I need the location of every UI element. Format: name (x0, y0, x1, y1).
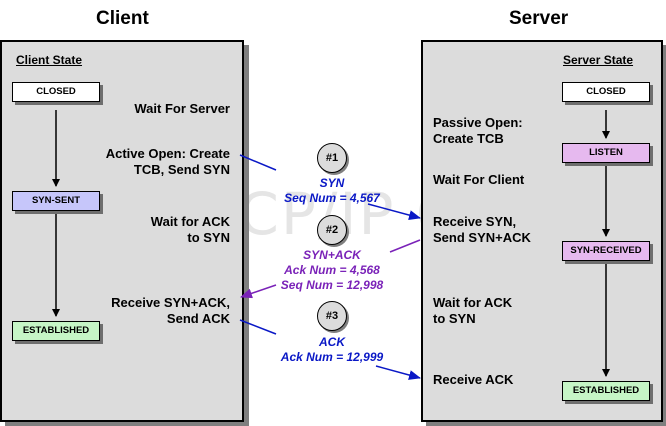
client-step-active-open-line2: TCB, Send SYN (133, 162, 230, 177)
server-panel (421, 40, 663, 422)
client-step-active-open: Active Open: Create TCB, Send SYN (60, 146, 230, 178)
client-step-wait-ack: Wait for ACK to SYN (80, 214, 230, 246)
client-step-receive-synack: Receive SYN+ACK, Send ACK (70, 295, 230, 327)
server-title: Server (509, 8, 569, 29)
server-step-receive-syn-line2: Send SYN+ACK (433, 230, 531, 245)
server-step-passive-open: Passive Open: Create TCB (433, 115, 523, 147)
message-3-ack: Ack Num = 12,999 (280, 350, 384, 364)
server-step-receive-syn: Receive SYN, Send SYN+ACK (433, 214, 531, 246)
ack-arrow-part2 (375, 365, 421, 380)
client-step-wait-ack-line1: Wait for ACK (150, 214, 230, 229)
message-2-ack: Ack Num = 4,568 (284, 263, 380, 277)
synack-arrow-part1 (389, 239, 421, 253)
client-step-receive-line2: Send ACK (166, 311, 230, 326)
message-2-badge: #2 (317, 215, 347, 245)
server-step-receive-ack: Receive ACK (433, 372, 514, 387)
client-state-syn-sent: SYN-SENT (12, 191, 100, 211)
server-step-passive-line2: Create TCB (433, 131, 504, 146)
ack-arrow-part1 (239, 319, 277, 335)
server-state-listen: LISTEN (562, 143, 650, 163)
client-state-heading: Client State (16, 53, 83, 67)
server-step-receive-syn-line1: Receive SYN, (433, 214, 517, 229)
message-2-seq: Seq Num = 12,998 (280, 278, 384, 292)
server-step-passive-line1: Passive Open: (433, 115, 523, 130)
message-2-name: SYN+ACK (303, 248, 361, 262)
client-panel (0, 40, 244, 422)
server-state-closed: CLOSED (562, 82, 650, 102)
message-3-name: ACK (319, 335, 345, 349)
server-step-wait-ack-line2: to SYN (433, 311, 476, 326)
message-3-label: ACK Ack Num = 12,999 (262, 335, 402, 365)
client-step-wait-server: Wait For Server (134, 101, 230, 116)
client-step-active-open-line1: Active Open: Create (105, 146, 230, 161)
server-step-wait-ack: Wait for ACK to SYN (433, 295, 512, 327)
client-step-receive-line1: Receive SYN+ACK, (111, 295, 230, 310)
server-state-syn-received: SYN-RECEIVED (562, 241, 650, 261)
message-3-badge: #3 (317, 301, 347, 331)
client-state-established: ESTABLISHED (12, 321, 100, 341)
message-1-badge: #1 (317, 143, 347, 173)
syn-arrow-part1 (239, 154, 277, 171)
server-step-wait-ack-line1: Wait for ACK (433, 295, 513, 310)
message-1-seq: Seq Num = 4,567 (284, 191, 380, 205)
message-1-label: SYN Seq Num = 4,567 (262, 176, 402, 206)
client-step-wait-ack-line2: to SYN (187, 230, 230, 245)
server-state-established: ESTABLISHED (562, 381, 650, 401)
syn-arrow-part2 (367, 203, 421, 220)
message-2-label: SYN+ACK Ack Num = 4,568 Seq Num = 12,998 (262, 248, 402, 293)
server-step-wait-client: Wait For Client (433, 172, 525, 187)
client-state-closed: CLOSED (12, 82, 100, 102)
client-title: Client (96, 8, 149, 29)
server-state-heading: Server State (563, 53, 634, 67)
message-1-name: SYN (319, 176, 345, 190)
synack-arrow-part2 (240, 284, 277, 299)
